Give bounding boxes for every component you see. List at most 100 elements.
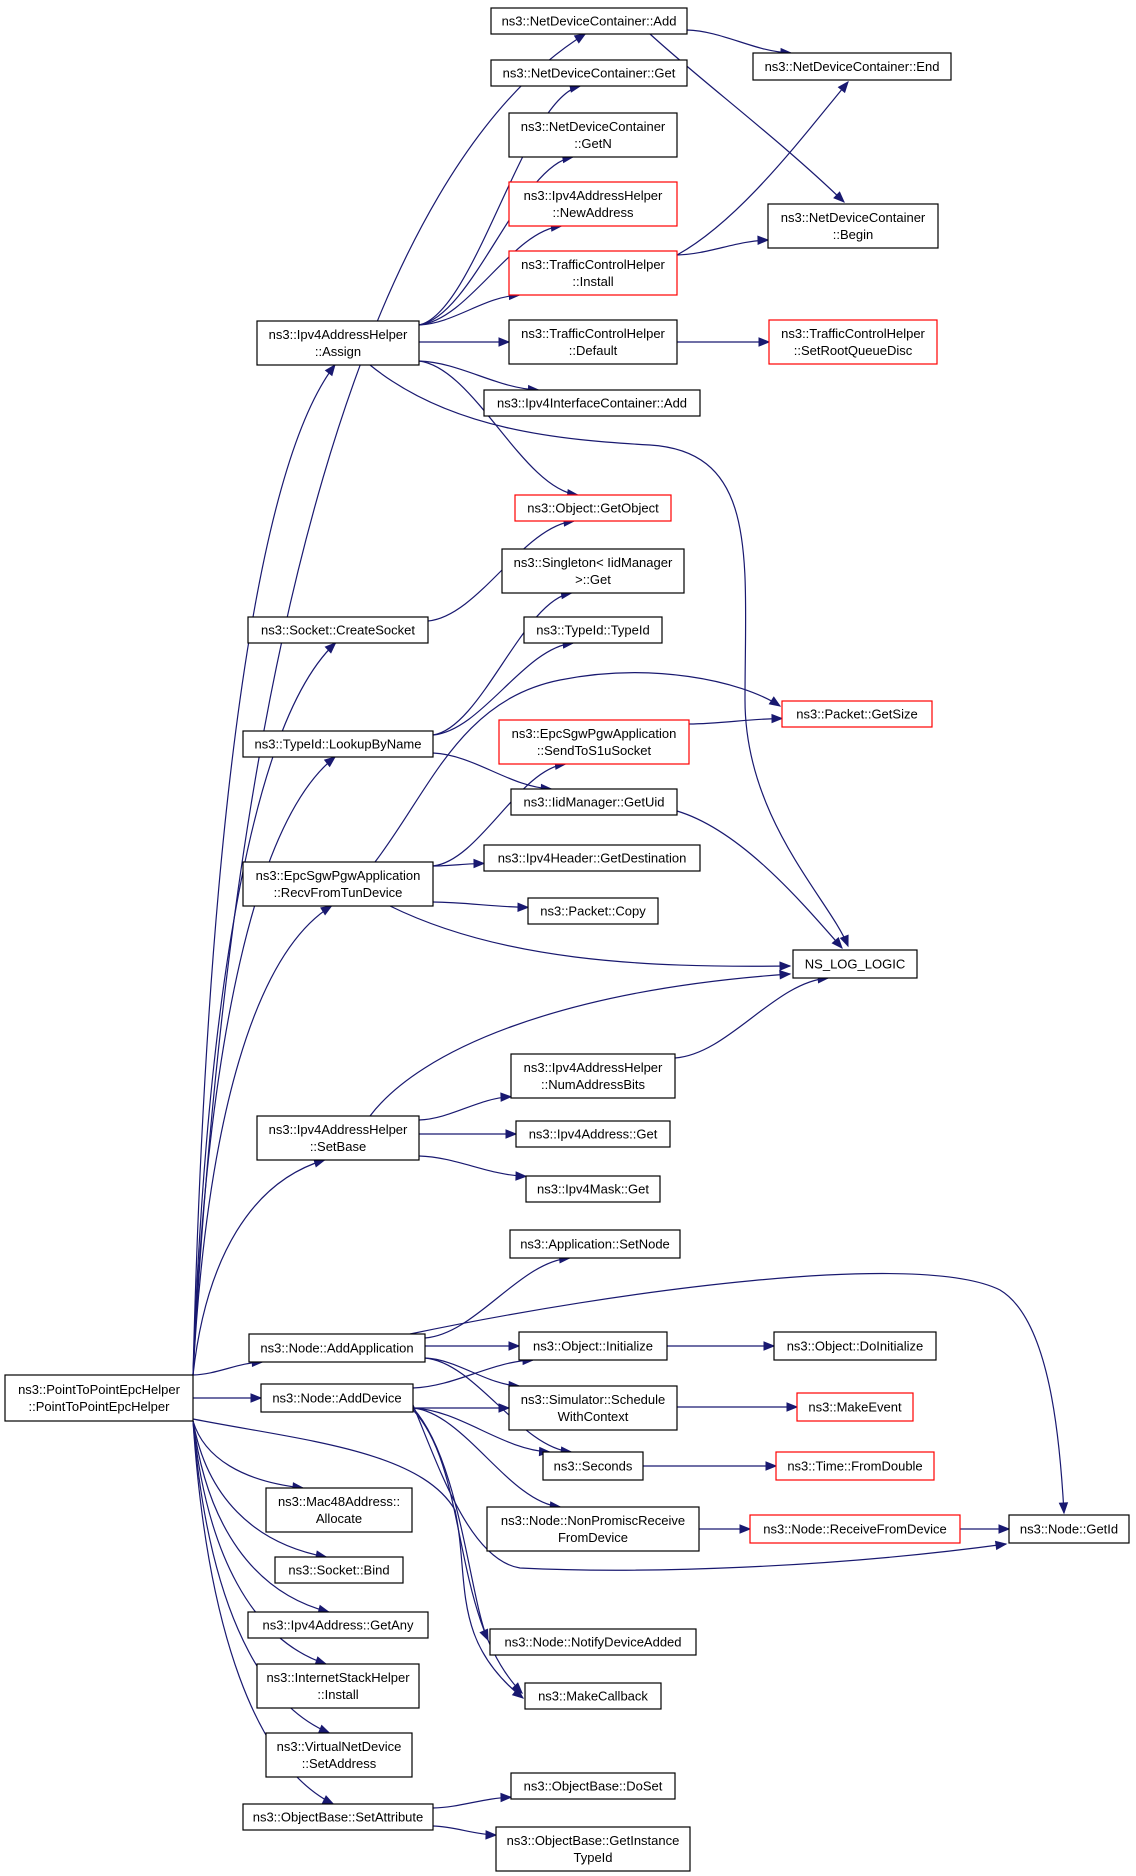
node-object-base-do-set[interactable]: ns3::ObjectBase::DoSet [510,1772,676,1800]
node-box[interactable] [514,494,672,522]
node-box[interactable] [508,319,678,365]
node-traffic-control-helper-default[interactable]: ns3::TrafficControlHelper::Default [508,319,678,365]
node-ipv4-address-helper-assign[interactable]: ns3::Ipv4AddressHelper::Assign [256,320,420,366]
node-box[interactable] [508,1385,678,1431]
node-packet-copy[interactable]: ns3::Packet::Copy [527,897,659,925]
node-box[interactable] [792,949,918,979]
node-net-device-container-end[interactable]: ns3::NetDeviceContainer::End [752,52,952,81]
node-node-add-application[interactable]: ns3::Node::AddApplication [248,1333,426,1363]
node-ipv4-address-helper-set-base[interactable]: ns3::Ipv4AddressHelper::SetBase [256,1115,420,1161]
node-box[interactable] [4,1374,194,1422]
node-iid-manager-get-uid[interactable]: ns3::IidManager::GetUid [510,788,678,816]
node-ipv4-address-get-any[interactable]: ns3::Ipv4Address::GetAny [247,1611,429,1639]
node-node-add-device[interactable]: ns3::Node::AddDevice [260,1383,414,1413]
node-time-from-double[interactable]: ns3::Time::FromDouble [775,1451,935,1481]
node-packet-get-size[interactable]: ns3::Packet::GetSize [781,700,933,728]
node-box[interactable] [775,1451,935,1481]
node-mac48-address-allocate[interactable]: ns3::Mac48Address::Allocate [265,1487,413,1533]
node-make-callback[interactable]: ns3::MakeCallback [524,1682,662,1710]
node-box[interactable] [486,1506,700,1552]
node-make-event[interactable]: ns3::MakeEvent [796,1392,914,1422]
node-object-do-initialize[interactable]: ns3::Object::DoInitialize [773,1331,937,1361]
node-box[interactable] [773,1331,937,1361]
node-singleton-iid-manager-get[interactable]: ns3::Singleton< IidManager>::Get [501,548,685,594]
node-object-get-object[interactable]: ns3::Object::GetObject [514,494,672,522]
node-box[interactable] [518,1331,668,1361]
node-application-set-node[interactable]: ns3::Application::SetNode [509,1229,681,1259]
node-node-get-id[interactable]: ns3::Node::GetId [1008,1514,1130,1544]
node-box[interactable] [248,1333,426,1363]
node-ipv4-interface-container-add[interactable]: ns3::Ipv4InterfaceContainer::Add [483,389,701,417]
node-box[interactable] [265,1732,413,1778]
node-box[interactable] [508,181,678,227]
node-traffic-control-helper-set-root-queue-disc[interactable]: ns3::TrafficControlHelper::SetRootQueueD… [768,319,938,365]
node-box[interactable] [274,1556,404,1584]
node-box[interactable] [265,1487,413,1533]
node-ipv4-address-helper-new-address[interactable]: ns3::Ipv4AddressHelper::NewAddress [508,181,678,227]
node-node-notify-device-added[interactable]: ns3::Node::NotifyDeviceAdded [489,1628,697,1656]
node-type-id-type-id[interactable]: ns3::TypeId::TypeId [523,616,663,644]
node-box[interactable] [515,1120,671,1148]
node-box[interactable] [768,319,938,365]
node-box[interactable] [495,1826,691,1872]
node-box[interactable] [490,59,688,87]
node-ipv4-address-get[interactable]: ns3::Ipv4Address::Get [515,1120,671,1148]
node-ns-log-logic[interactable]: NS_LOG_LOGIC [792,949,918,979]
node-box[interactable] [256,1663,420,1709]
node-box[interactable] [256,1115,420,1161]
node-traffic-control-helper-install[interactable]: ns3::TrafficControlHelper::Install [508,250,678,296]
node-box[interactable] [749,1514,961,1544]
node-box[interactable] [510,1053,676,1099]
node-ipv4-address-helper-num-address-bits[interactable]: ns3::Ipv4AddressHelper::NumAddressBits [510,1053,676,1099]
node-box[interactable] [489,1628,697,1656]
node-box[interactable] [525,1175,661,1203]
node-box[interactable] [501,548,685,594]
node-node-receive-from-device[interactable]: ns3::Node::ReceiveFromDevice [749,1514,961,1544]
node-box[interactable] [483,844,701,872]
node-box[interactable] [498,719,690,765]
node-type-id-lookup-by-name[interactable]: ns3::TypeId::LookupByName [242,730,434,758]
node-virtual-net-device-set-address[interactable]: ns3::VirtualNetDevice::SetAddress [265,1732,413,1778]
node-ipv4-mask-get[interactable]: ns3::Ipv4Mask::Get [525,1175,661,1203]
node-box[interactable] [524,1682,662,1710]
node-box[interactable] [256,320,420,366]
node-epc-send-to-s1u-socket[interactable]: ns3::EpcSgwPgwApplication::SendToS1uSock… [498,719,690,765]
node-box[interactable] [508,250,678,296]
node-box[interactable] [1008,1514,1130,1544]
node-box[interactable] [510,1772,676,1800]
node-net-device-container-get[interactable]: ns3::NetDeviceContainer::Get [490,59,688,87]
node-box[interactable] [509,1229,681,1259]
node-box[interactable] [767,203,939,249]
node-point-to-point-epc-helper[interactable]: ns3::PointToPointEpcHelper::PointToPoint… [4,1374,194,1422]
node-net-device-container-begin[interactable]: ns3::NetDeviceContainer::Begin [767,203,939,249]
node-box[interactable] [247,616,429,644]
node-socket-create-socket[interactable]: ns3::Socket::CreateSocket [247,616,429,644]
node-box[interactable] [510,788,678,816]
node-box[interactable] [242,861,434,907]
node-box[interactable] [260,1383,414,1413]
node-box[interactable] [247,1611,429,1639]
node-net-device-container-add[interactable]: ns3::NetDeviceContainer::Add [490,7,688,35]
node-box[interactable] [542,1451,644,1481]
node-internet-stack-helper-install[interactable]: ns3::InternetStackHelper::Install [256,1663,420,1709]
node-box[interactable] [490,7,688,35]
node-ipv4-header-get-destination[interactable]: ns3::Ipv4Header::GetDestination [483,844,701,872]
node-box[interactable] [508,112,678,158]
node-net-device-container-get-n[interactable]: ns3::NetDeviceContainer::GetN [508,112,678,158]
node-box[interactable] [523,616,663,644]
node-object-initialize[interactable]: ns3::Object::Initialize [518,1331,668,1361]
node-box[interactable] [752,52,952,81]
node-box[interactable] [242,730,434,758]
node-box[interactable] [527,897,659,925]
node-box[interactable] [796,1392,914,1422]
node-epc-recv-from-tun-device[interactable]: ns3::EpcSgwPgwApplication::RecvFromTunDe… [242,861,434,907]
node-box[interactable] [242,1803,434,1831]
node-object-base-set-attribute[interactable]: ns3::ObjectBase::SetAttribute [242,1803,434,1831]
node-box[interactable] [483,389,701,417]
node-seconds[interactable]: ns3::Seconds [542,1451,644,1481]
node-socket-bind[interactable]: ns3::Socket::Bind [274,1556,404,1584]
node-box[interactable] [781,700,933,728]
